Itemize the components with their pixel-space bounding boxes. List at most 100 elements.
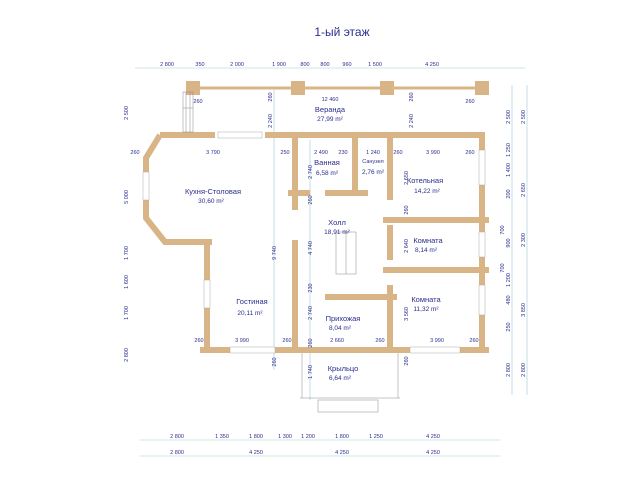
room-area: 27,99 m² xyxy=(317,116,343,123)
dimension-label: 250 xyxy=(506,322,512,331)
dimension-label: 4 250 xyxy=(426,450,440,456)
stairs-and-porch xyxy=(182,91,400,413)
room-name: Котельная xyxy=(407,176,443,185)
dimension-label: 1 700 xyxy=(124,246,130,260)
dims-inner-vertical: 2 240 2 240 260 260 2 740 260 9 740 4 74… xyxy=(268,92,415,378)
dimension-label: 2 240 xyxy=(409,114,415,128)
dimension-label: 260 xyxy=(404,356,410,365)
dimension-label: 1 200 xyxy=(506,273,512,287)
dimension-label: 1 300 xyxy=(278,434,292,440)
room-name: Крыльцо xyxy=(328,364,359,373)
dims-bottom: 2 800 1 350 1 800 1 300 1 200 1 800 1 25… xyxy=(170,434,440,456)
room-name: Комната xyxy=(413,236,443,245)
room-area: 30,60 m² xyxy=(198,198,224,205)
dimension-label: 1 250 xyxy=(506,143,512,157)
room-area: 2,76 m² xyxy=(362,169,385,176)
dimension-label: 260 xyxy=(393,150,402,156)
dimension-label: 5 000 xyxy=(124,190,130,204)
room-labels: Веранда 27,99 m² Кухня-Столовая 30,60 m²… xyxy=(185,105,444,382)
dimension-label: 3 850 xyxy=(521,303,527,317)
room-area: 18,91 m² xyxy=(324,229,350,236)
dimension-label: 2 740 xyxy=(308,306,314,320)
room-area: 8,14 m² xyxy=(415,247,438,254)
room-name: Веранда xyxy=(315,105,346,114)
room-area: 20,11 m² xyxy=(237,310,263,317)
dimension-label: 2 660 xyxy=(330,338,344,344)
room-name: Ванная xyxy=(314,158,340,167)
dimension-label: 4 250 xyxy=(426,434,440,440)
dimension-label: 800 xyxy=(320,62,329,68)
dimension-label: 1 600 xyxy=(124,275,130,289)
dimension-label: 230 xyxy=(338,150,347,156)
dimension-label: 3 990 xyxy=(426,150,440,156)
dims-inner-horizontal: 12 460 260 260 3 790 250 2 490 230 1 240… xyxy=(193,97,478,344)
dimension-label: 900 xyxy=(506,238,512,247)
dimension-label: 2 300 xyxy=(521,233,527,247)
dimension-label: 260 xyxy=(308,338,314,347)
plan-title: 1-ый этаж xyxy=(314,25,369,39)
dimension-label: 3 990 xyxy=(430,338,444,344)
dimension-label: 2 800 xyxy=(124,348,130,362)
dimension-label: 260 xyxy=(404,205,410,214)
dimension-label: 200 xyxy=(506,189,512,198)
dimension-label: 260 xyxy=(282,338,291,344)
dimension-label: 2 500 xyxy=(124,106,130,120)
dimension-label: 960 xyxy=(342,62,351,68)
dimension-label: 1 800 xyxy=(249,434,263,440)
dimension-label: 700 xyxy=(500,263,506,272)
dimension-label: 260 xyxy=(272,357,278,366)
dimension-label: 260 xyxy=(130,150,139,156)
dimension-label: 250 xyxy=(280,150,289,156)
dims-left: 2 500 260 5 000 1 700 1 600 1 700 2 800 xyxy=(124,106,140,362)
dimension-label: 1 250 xyxy=(369,434,383,440)
dimension-label: 1 900 xyxy=(272,62,286,68)
dimension-label: 2 800 xyxy=(170,434,184,440)
dimension-label: 260 xyxy=(308,195,314,204)
dimension-label: 2 500 xyxy=(506,110,512,124)
dimension-label: 260 xyxy=(193,99,202,105)
room-area: 6,58 m² xyxy=(316,170,339,177)
dimension-label: 2 800 xyxy=(160,62,174,68)
dimension-label: 2 800 xyxy=(521,363,527,377)
room-name: Комната xyxy=(411,295,441,304)
dimension-label: 2 800 xyxy=(170,450,184,456)
room-area: 11,32 m² xyxy=(413,306,439,313)
windows xyxy=(142,131,486,354)
dimension-label: 3 990 xyxy=(235,338,249,344)
dimension-label: 2 240 xyxy=(268,114,274,128)
dimension-label: 3 790 xyxy=(206,150,220,156)
dimension-label: 1 800 xyxy=(335,434,349,440)
dimension-label: 2 740 xyxy=(308,165,314,179)
dimension-label: 480 xyxy=(506,295,512,304)
dimension-label: 1 350 xyxy=(215,434,229,440)
dims-top: 2 800 350 2 000 1 900 800 800 960 1 500 … xyxy=(160,62,439,68)
dimension-label: 260 xyxy=(375,338,384,344)
dimension-label: 260 xyxy=(465,150,474,156)
dimension-label: 260 xyxy=(469,338,478,344)
dimension-label: 4 250 xyxy=(425,62,439,68)
dimension-label: 260 xyxy=(194,338,203,344)
dims-right: 2 500 1 250 1 400 200 700 900 700 1 200 … xyxy=(500,110,527,377)
room-name: Холл xyxy=(328,218,346,227)
dimension-label: 350 xyxy=(195,62,204,68)
dimension-label: 4 250 xyxy=(249,450,263,456)
dimension-label: 2 800 xyxy=(506,363,512,377)
room-name: Прихожая xyxy=(326,314,361,323)
room-name: Кухня-Столовая xyxy=(185,187,241,196)
room-area: 6,64 m² xyxy=(329,375,352,382)
dimension-label: 2 490 xyxy=(314,150,328,156)
dimension-label: 260 xyxy=(465,99,474,105)
dimension-label: 2 500 xyxy=(521,110,527,124)
dimension-label: 12 460 xyxy=(322,97,339,103)
dimension-label: 2 000 xyxy=(230,62,244,68)
dimension-label: 2 650 xyxy=(404,171,410,185)
dimension-label: 800 xyxy=(300,62,309,68)
room-area: 8,04 m² xyxy=(329,325,352,332)
dimension-label: 1 500 xyxy=(368,62,382,68)
dimension-label: 1 400 xyxy=(506,163,512,177)
room-name: Гостиная xyxy=(236,297,267,306)
dimension-label: 230 xyxy=(308,283,314,292)
dimension-label: 4 250 xyxy=(335,450,349,456)
dimension-label: 1 240 xyxy=(366,150,380,156)
